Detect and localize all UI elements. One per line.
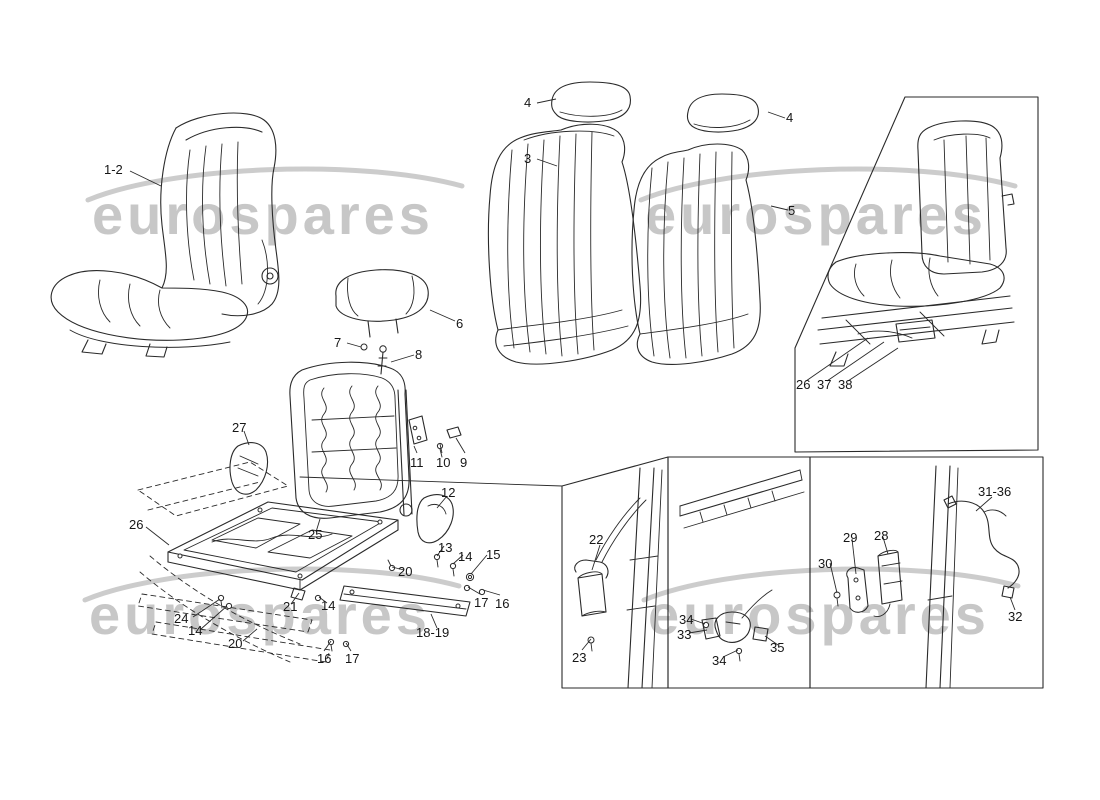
watermark-swoosh <box>82 566 462 603</box>
side-bracket-27 <box>229 442 269 495</box>
part-number-label: 21 <box>283 599 298 614</box>
seat-on-rails-drawing <box>817 120 1015 367</box>
part-number-label: 30 <box>818 556 833 571</box>
wiring-panel-border <box>809 456 1044 689</box>
part-number-label: 23 <box>572 650 587 665</box>
part-number-label: 27 <box>232 420 247 435</box>
part-number-label: 26 <box>129 517 144 532</box>
upholstery-shell-right <box>631 143 761 365</box>
part-number-label: 18-19 <box>416 625 450 640</box>
part-number-label: 8 <box>415 347 423 362</box>
part-number-label: 37 <box>817 377 832 392</box>
headrest-left <box>551 81 632 123</box>
part-number-label: 38 <box>838 377 853 392</box>
headrest-cushion <box>335 269 429 338</box>
panel-borders <box>299 96 1044 689</box>
part-number-label: 34 <box>712 653 727 668</box>
panel-feed-line <box>299 476 563 487</box>
upholstery-shell-left <box>487 123 642 365</box>
part-number-label: 1-2 <box>104 162 123 177</box>
part-number-label: 13 <box>438 540 453 555</box>
part-number-label: 5 <box>788 203 796 218</box>
hidden-parts-dashed <box>137 461 331 663</box>
part-number-label: 31-36 <box>978 484 1012 499</box>
backrest-frame-drawing <box>289 343 462 544</box>
watermark-layer: eurospares eurospares eurospares eurospa… <box>82 166 1021 646</box>
part-number-label: 20 <box>398 564 413 579</box>
part-number-label: 7 <box>334 335 342 350</box>
part-number-label: 14 <box>188 623 203 638</box>
leader-lines <box>129 98 1016 658</box>
seat-rail-18-19 <box>339 585 471 617</box>
part-number-label: 16 <box>317 651 332 666</box>
headrest-right <box>686 93 759 133</box>
part-number-label: 14 <box>458 549 473 564</box>
watermark-text: eurospares <box>645 183 987 246</box>
part-number-label: 4 <box>786 110 794 125</box>
part-number-label: 9 <box>460 455 468 470</box>
part-number-label: 6 <box>456 316 464 331</box>
part-number-label: 4 <box>524 95 532 110</box>
part-number-label: 26 <box>796 377 811 392</box>
part-number-label: 10 <box>436 455 451 470</box>
watermark-swoosh <box>641 566 1021 603</box>
part-number-label: 12 <box>441 485 456 500</box>
watermark-text: eurospares <box>89 583 431 646</box>
part-number-label: 17 <box>474 595 489 610</box>
seat-base-frame-drawing <box>167 501 399 591</box>
complete-seat-drawing <box>50 112 280 358</box>
part-number-label: 16 <box>495 596 510 611</box>
watermark-swoosh <box>638 166 1018 203</box>
belt-reel-drawing <box>574 467 663 689</box>
part-number-label: 15 <box>486 547 501 562</box>
right-seat-panel-border <box>794 96 1039 453</box>
watermark-text: eurospares <box>92 183 434 246</box>
part-number-label: 22 <box>589 532 604 547</box>
wiring-drawing <box>833 465 1020 689</box>
watermark-text: eurospares <box>648 583 990 646</box>
part-number-label: 35 <box>770 640 785 655</box>
part-number-label: 11 <box>410 455 424 470</box>
watermark-swoosh <box>85 166 465 203</box>
part-number-label: 14 <box>321 598 336 613</box>
part-number-label: 34 <box>679 612 694 627</box>
part-number-label: 33 <box>677 627 692 642</box>
part-number-label: 25 <box>308 527 323 542</box>
part-number-label: 32 <box>1008 609 1023 624</box>
part-number-label: 20 <box>228 636 243 651</box>
part-number-label: 28 <box>874 528 889 543</box>
part-number-label: 29 <box>843 530 858 545</box>
part-number-label: 3 <box>524 151 532 166</box>
part-number-label: 17 <box>345 651 360 666</box>
part-number-label: 24 <box>174 611 189 626</box>
